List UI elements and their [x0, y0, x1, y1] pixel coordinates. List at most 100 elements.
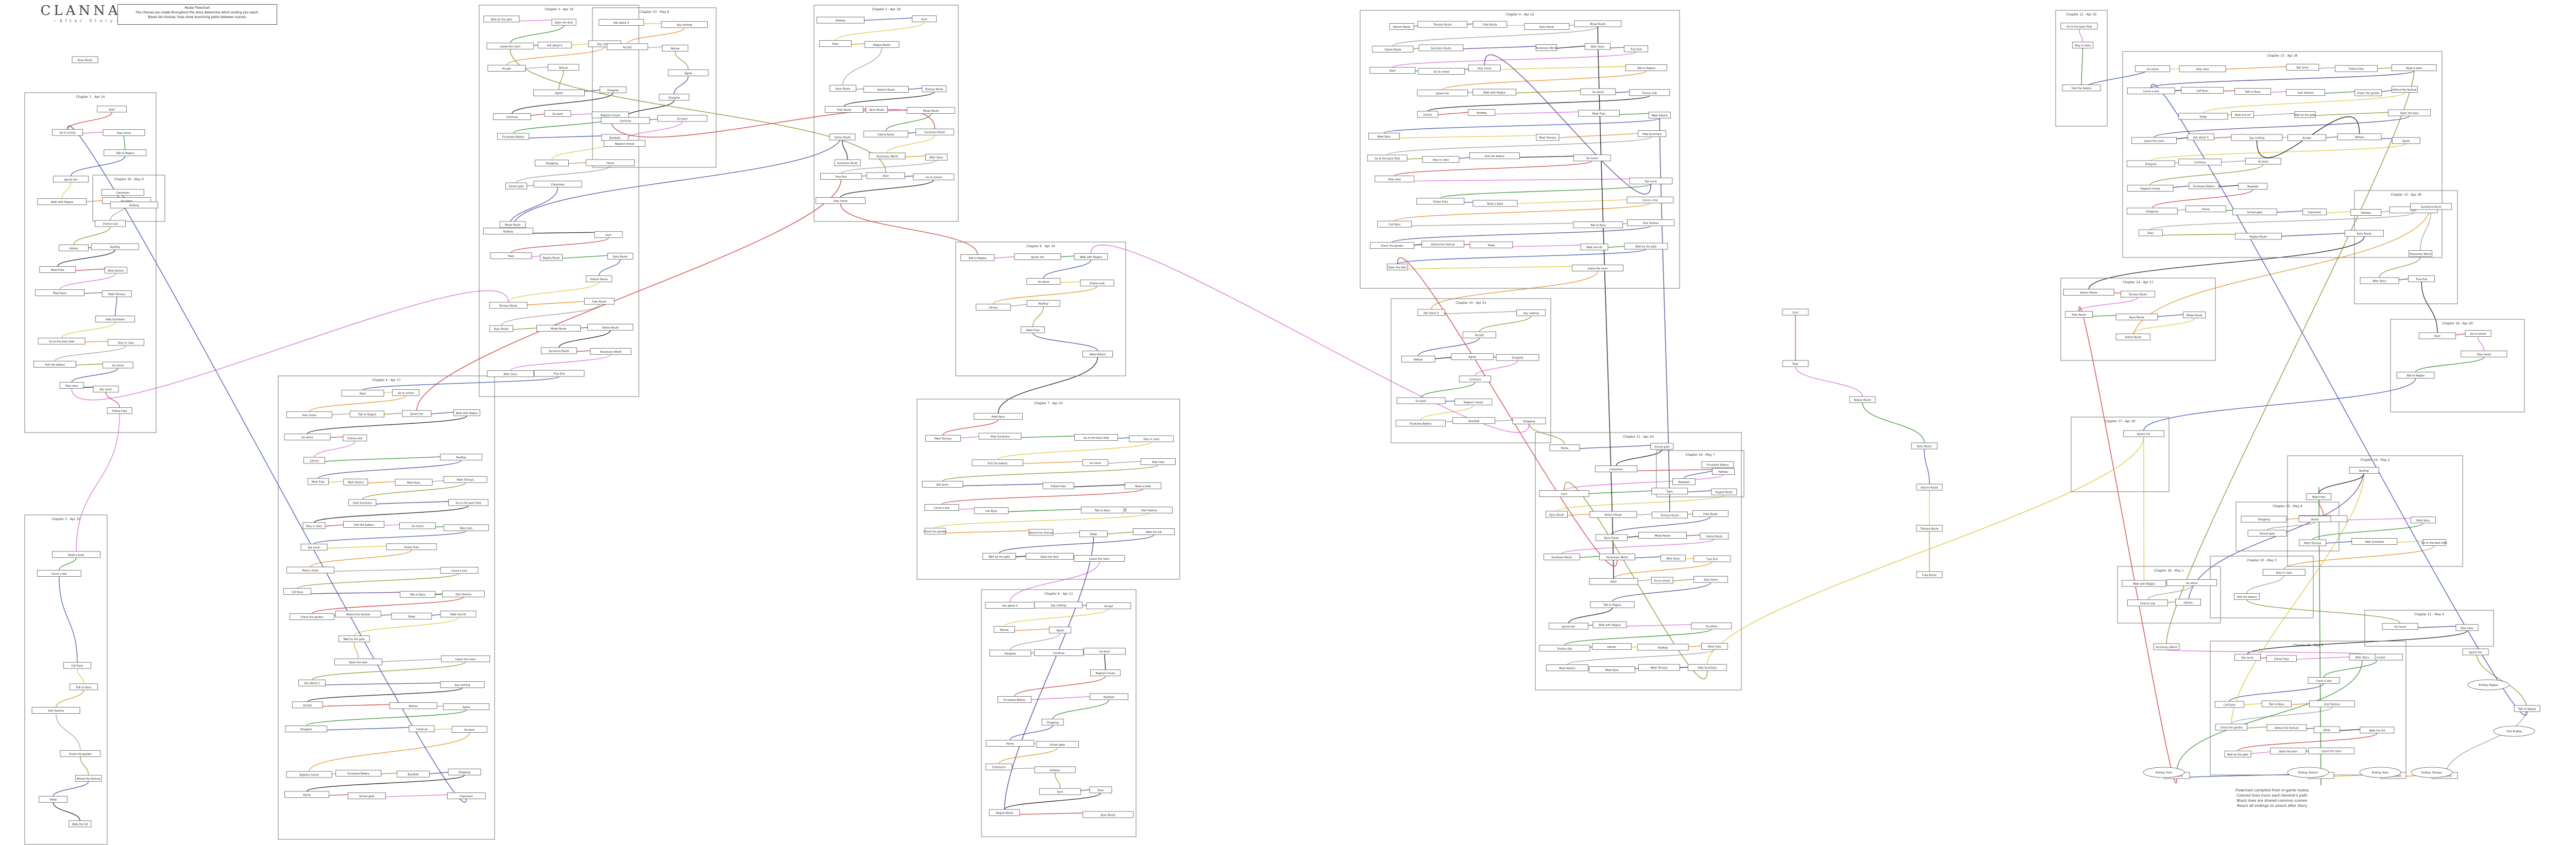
credits-block: Flowchart compiled from in-game routes C… — [2184, 788, 2360, 808]
scene-node: Ignore her — [402, 410, 432, 417]
route-line — [2318, 487, 2321, 785]
scene-node: Skip class — [443, 524, 489, 531]
ending-label: Ending: Fuko — [2156, 771, 2172, 774]
scene-node-label: Leave the room — [2321, 750, 2342, 753]
scene-node: Meet Fuko — [1701, 643, 1728, 650]
route-line — [1394, 202, 1651, 221]
scene-node: Help Sunohara — [348, 499, 377, 506]
scene-node-label: Go home — [112, 364, 124, 367]
scene-node-label: Accept — [2302, 137, 2311, 140]
scene-node-label: Shopping — [2146, 210, 2158, 213]
scene-node: Meet Tomoyo — [925, 435, 961, 442]
chapter-label: Chapter 8 - Apr 21 — [1044, 592, 1073, 596]
scene-node: Illusionary World — [2409, 250, 2432, 257]
route-line — [53, 802, 80, 821]
scene-node-label: Meet Tomoyo — [935, 438, 952, 441]
scene-node-label: Meet Kotomi — [348, 481, 364, 485]
scene-node: Stay home — [1468, 64, 1501, 72]
route-line — [59, 557, 77, 571]
scene-node: Stay in class — [1422, 156, 1460, 163]
scene-node-label: Illusionary World — [600, 351, 622, 354]
scene-node: Stay home — [1693, 576, 1728, 583]
route-line — [1612, 582, 1711, 602]
scene-node: Go to school — [392, 389, 420, 396]
scene-node: Shopping — [1512, 417, 1546, 424]
route-line — [842, 47, 883, 85]
scene-node: School gate — [1650, 443, 1674, 450]
route-line — [2081, 48, 2083, 85]
route-line — [501, 304, 600, 326]
scene-node: Meet Tomoyo — [2299, 539, 2327, 546]
scene-node: Call Kyou — [63, 662, 91, 669]
scene-node: Meet Fuko — [2306, 493, 2332, 501]
scene-node: Leave the room — [1572, 264, 1624, 271]
scene-node: Walk with Nagisa — [37, 198, 87, 205]
scene-node-label: Visit the bakery — [1485, 155, 1505, 158]
scene-node-label: Eat lunch — [2242, 657, 2253, 660]
scene-node: Classroom — [447, 792, 486, 799]
scene-node-label: Refuse — [409, 705, 418, 708]
route-line — [1616, 449, 1663, 466]
scene-node: Misae Route — [1574, 20, 1622, 27]
scene-node-label: Meet Fuko — [51, 269, 64, 272]
scene-node: Meet Kyou — [35, 289, 85, 296]
scene-node-label: Nagisa Route — [2250, 235, 2267, 238]
scene-node: Continue — [601, 117, 650, 124]
scene-node-label: Ryou Route — [1604, 537, 1619, 540]
scene-node-label: Ask about it — [1002, 605, 1018, 608]
scene-node-label: Nagisa Route — [543, 256, 560, 260]
route-line — [2132, 203, 2432, 340]
scene-node-label: Misae Route — [505, 224, 521, 227]
scene-node-label: Agree — [1468, 356, 1476, 359]
scene-node-label: Visit Yoshino — [48, 710, 64, 713]
scene-node-label: Hallway — [503, 230, 514, 233]
scene-node: Talk to Nagisa — [104, 149, 147, 157]
route-line — [70, 156, 126, 177]
scene-node-label: Nagisa's house — [615, 143, 634, 146]
scene-node: Yukine Route — [863, 130, 908, 137]
chapter-group: Chapter 8 - Apr 21 — [981, 589, 1137, 837]
scene-node: Wait by the gate — [982, 553, 1016, 560]
scene-node: Go home — [102, 361, 133, 369]
scene-node: Ask about it — [1417, 309, 1445, 316]
route-line — [1004, 792, 1101, 810]
scene-node: Meet Kotomi — [1082, 351, 1113, 358]
scene-node-label: Hallway — [836, 20, 846, 23]
scene-node-label: Fuko Route — [1703, 513, 1718, 516]
scene-node: Yukine Route — [829, 133, 856, 141]
scene-node: Illusionary World — [590, 348, 632, 355]
scene-node: After Story — [2360, 277, 2399, 284]
scene-node: Stay in class — [108, 339, 145, 346]
scene-node: Wait by the gate — [2294, 111, 2316, 118]
scene-node: Fuko Route — [1916, 571, 1943, 578]
scene-node-label: Sunohara Route — [924, 131, 945, 134]
route-line — [1795, 366, 1863, 397]
scene-node: Gym — [1539, 490, 1589, 497]
scene-node-label: Say nothing — [1523, 312, 1539, 315]
scene-node-label: Fuko Route — [592, 301, 606, 304]
scene-node-label: Sunohara Route — [2421, 205, 2442, 209]
scene-node-label: Kyou Route — [613, 255, 628, 258]
scene-node-label: Wait by the gate — [1635, 246, 1656, 249]
scene-node: Follow Fuko — [2266, 655, 2297, 662]
scene-node: Go alone — [284, 434, 331, 441]
scene-node-label: Read a book — [302, 570, 318, 573]
scene-node: Shopping — [448, 768, 481, 775]
scene-node-label: Kotomi Route — [2080, 291, 2097, 295]
scene-node: Agree — [1049, 627, 1072, 634]
scene-node: Talk to Ryou — [400, 591, 436, 598]
chapter-label: Chapter 14 - Apr 27 — [2123, 281, 2154, 284]
scene-node: Fuko Route — [1692, 510, 1728, 517]
scene-node-label: Talk to Nagisa — [2518, 708, 2536, 711]
route-line — [71, 290, 509, 401]
scene-node-label: Help Sunohara — [353, 502, 372, 505]
scene-node: Ask about it — [599, 19, 644, 26]
chapter-group: Chapter 19 - May 2 — [2287, 455, 2463, 567]
route-line — [77, 668, 84, 684]
scene-node: Refuse — [993, 626, 1015, 633]
scene-node-label: After Story — [2372, 280, 2386, 283]
chapter-label: Chapter 20 - May 3 — [2247, 559, 2277, 562]
chapter-label: Chapter 3 - Apr 16 — [545, 8, 573, 11]
route-line — [1529, 424, 1565, 445]
scene-node: Town — [2138, 229, 2163, 236]
